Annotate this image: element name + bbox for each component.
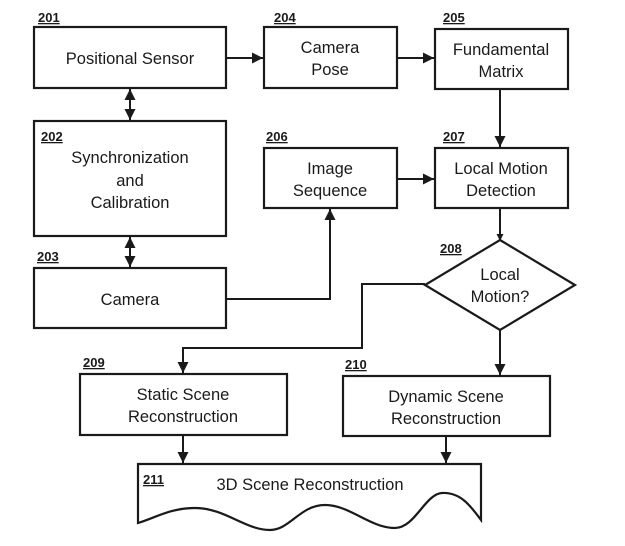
label-208-line1: Local bbox=[480, 266, 519, 284]
ref-201: 201 bbox=[38, 10, 60, 25]
node-203-camera: 203 Camera bbox=[32, 249, 228, 330]
label-209-line1: Static Scene bbox=[137, 386, 230, 404]
node-205-fundamental-matrix: 205 Fundamental Matrix bbox=[433, 10, 570, 91]
label-211: 3D Scene Reconstruction bbox=[216, 476, 403, 494]
node-207-local-motion-detection: 207 Local Motion Detection bbox=[433, 129, 570, 210]
label-210-line1: Dynamic Scene bbox=[388, 388, 504, 406]
ref-203: 203 bbox=[37, 249, 59, 264]
node-202-synchronization-calibration: 202 Synchronization and Calibration bbox=[32, 119, 228, 238]
label-203: Camera bbox=[101, 291, 161, 309]
ref-211: 211 bbox=[143, 472, 164, 487]
label-209-line2: Reconstruction bbox=[128, 408, 238, 426]
node-211-3d-scene-reconstruction: 211 3D Scene Reconstruction bbox=[136, 462, 483, 532]
label-204-line2: Pose bbox=[311, 61, 349, 79]
ref-208: 208 bbox=[440, 241, 462, 256]
node-210-dynamic-scene-reconstruction: 210 Dynamic Scene Reconstruction bbox=[341, 357, 552, 438]
label-204-line1: Camera bbox=[301, 39, 361, 57]
label-208-line2: Motion? bbox=[471, 288, 530, 306]
label-210-line2: Reconstruction bbox=[391, 410, 501, 428]
ref-202: 202 bbox=[41, 129, 63, 144]
label-205-line2: Matrix bbox=[479, 63, 525, 81]
label-202-line2: and bbox=[116, 172, 144, 190]
label-207-line2: Detection bbox=[466, 182, 536, 200]
ref-205: 205 bbox=[443, 10, 465, 25]
ref-206: 206 bbox=[266, 129, 288, 144]
label-207-line1: Local Motion bbox=[454, 160, 548, 178]
node-209-static-scene-reconstruction: 209 Static Scene Reconstruction bbox=[78, 355, 289, 437]
ref-207: 207 bbox=[443, 129, 465, 144]
edge-203-206 bbox=[227, 209, 336, 300]
node-206-image-sequence: 206 Image Sequence bbox=[262, 129, 399, 210]
label-202-line1: Synchronization bbox=[71, 149, 188, 167]
edge-208-209 bbox=[177, 283, 425, 373]
node-208-local-motion-decision: 208 Local Motion? bbox=[422, 238, 578, 332]
ref-209: 209 bbox=[83, 355, 105, 370]
node-201-positional-sensor: 201 Positional Sensor bbox=[32, 10, 228, 90]
node-204-camera-pose: 204 Camera Pose bbox=[262, 10, 399, 90]
label-205-line1: Fundamental bbox=[453, 41, 549, 59]
label-206-line1: Image bbox=[307, 160, 353, 178]
label-206-line2: Sequence bbox=[293, 182, 367, 200]
label-202-line3: Calibration bbox=[91, 194, 170, 212]
ref-210: 210 bbox=[345, 357, 367, 372]
label-201: Positional Sensor bbox=[66, 50, 195, 68]
ref-204: 204 bbox=[274, 10, 296, 25]
